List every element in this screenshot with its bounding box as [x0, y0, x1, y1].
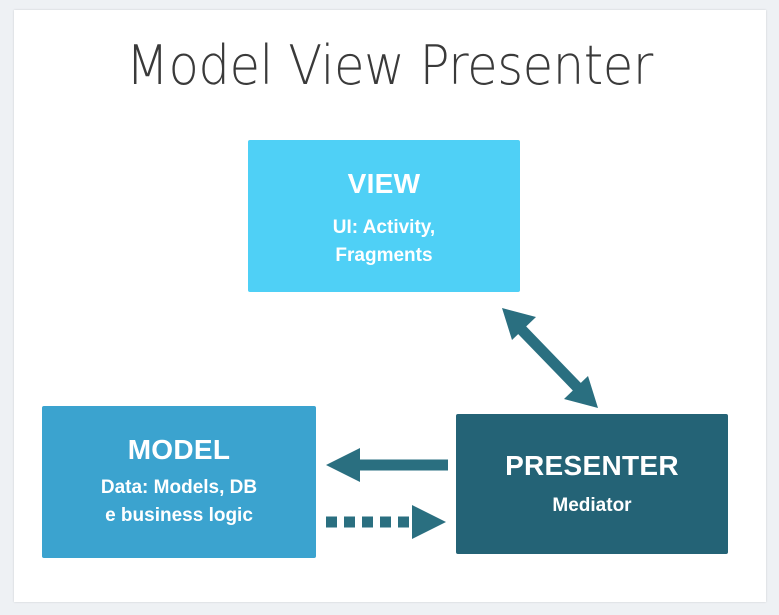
arrow-head-to-model [326, 448, 360, 482]
view-description: UI: Activity, Fragments [332, 217, 436, 266]
view-presenter-arrow [502, 308, 598, 408]
presenter-heading: PRESENTER [505, 450, 679, 481]
arrow-head-to-view [502, 308, 536, 340]
model-heading: MODEL [127, 434, 231, 465]
model-box: MODEL Data: Models, DB e business logic [42, 406, 316, 558]
view-heading: VIEW [347, 168, 421, 199]
arrow-head-to-presenter [564, 376, 598, 408]
model-description: Data: Models, DB e business logic [100, 477, 258, 526]
view-box: VIEW UI: Activity, Fragments [248, 140, 520, 292]
presenter-description: Mediator [552, 495, 632, 516]
presenter-model-arrow [326, 448, 448, 482]
presenter-box: PRESENTER Mediator [456, 414, 728, 554]
diagram-title: Model View Presenter [126, 34, 653, 97]
model-presenter-dotted-arrow [326, 505, 446, 539]
arrow-head-to-presenter-dotted [412, 505, 446, 539]
